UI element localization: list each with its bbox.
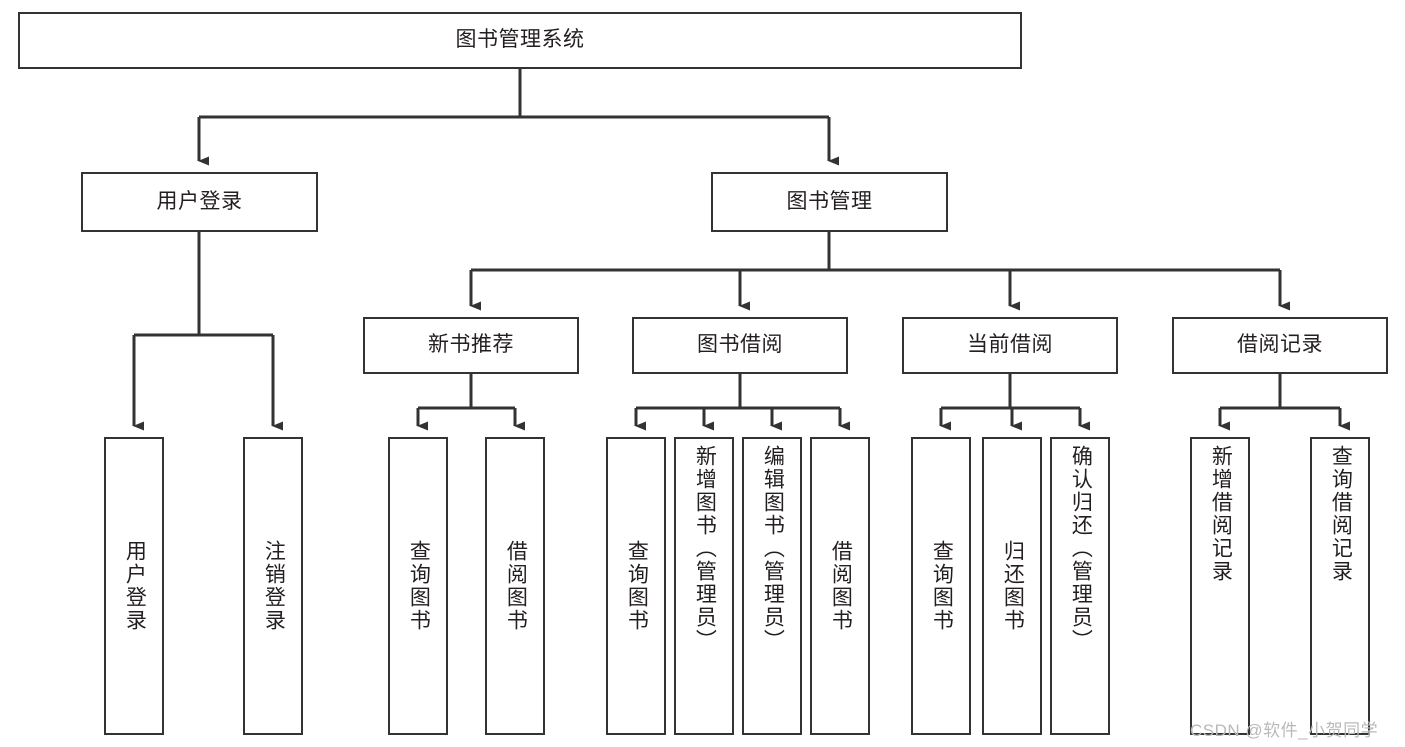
leaf-query-book-2[interactable]: 查询图书 <box>606 437 666 735</box>
leaf-return-book-label: 归还图书 <box>1001 540 1025 632</box>
leaf-return-book[interactable]: 归还图书 <box>982 437 1042 735</box>
leaf-query-book-1[interactable]: 查询图书 <box>388 437 448 735</box>
leaf-add-record-label: 新增借阅记录 <box>1209 445 1233 583</box>
leaf-borrow-book-1-label: 借阅图书 <box>504 540 528 632</box>
leaf-borrow-book-1[interactable]: 借阅图书 <box>485 437 545 735</box>
leaf-logout-label: 注销登录 <box>262 540 286 632</box>
leaf-edit-book[interactable]: 编辑图书（管理员） <box>742 437 802 735</box>
leaf-query-book-2-label: 查询图书 <box>625 540 649 632</box>
leaf-edit-book-label: 编辑图书（管理员） <box>761 445 785 652</box>
leaf-query-record-label: 查询借阅记录 <box>1329 445 1353 583</box>
leaf-borrow-book-2-label: 借阅图书 <box>829 540 853 632</box>
node-current-borrow[interactable]: 当前借阅 <box>902 317 1118 374</box>
node-user-login[interactable]: 用户登录 <box>81 172 318 232</box>
leaf-borrow-book-2[interactable]: 借阅图书 <box>810 437 870 735</box>
leaf-add-book[interactable]: 新增图书（管理员） <box>674 437 734 735</box>
node-root-system[interactable]: 图书管理系统 <box>18 12 1022 69</box>
node-new-book-recommend[interactable]: 新书推荐 <box>363 317 579 374</box>
node-book-borrow-label: 图书借阅 <box>697 333 783 357</box>
leaf-confirm-return-label: 确认归还（管理员） <box>1069 445 1093 652</box>
node-borrow-record[interactable]: 借阅记录 <box>1172 317 1388 374</box>
leaf-query-record[interactable]: 查询借阅记录 <box>1310 437 1370 735</box>
leaf-add-record[interactable]: 新增借阅记录 <box>1190 437 1250 735</box>
leaf-query-book-1-label: 查询图书 <box>407 540 431 632</box>
node-current-borrow-label: 当前借阅 <box>967 333 1053 357</box>
node-user-login-label: 用户登录 <box>156 189 243 213</box>
node-book-manage-label: 图书管理 <box>786 189 873 213</box>
node-new-book-recommend-label: 新书推荐 <box>428 333 514 357</box>
csdn-watermark: CSDN @软件_小贺同学 <box>1190 721 1379 740</box>
leaf-add-book-label: 新增图书（管理员） <box>693 445 717 652</box>
node-book-manage[interactable]: 图书管理 <box>711 172 948 232</box>
leaf-user-login-label: 用户登录 <box>123 540 147 632</box>
node-book-borrow[interactable]: 图书借阅 <box>632 317 848 374</box>
leaf-logout[interactable]: 注销登录 <box>243 437 303 735</box>
leaf-user-login[interactable]: 用户登录 <box>104 437 164 735</box>
node-root-label: 图书管理系统 <box>455 28 585 52</box>
leaf-query-book-3-label: 查询图书 <box>930 540 954 632</box>
node-borrow-record-label: 借阅记录 <box>1237 333 1323 357</box>
leaf-query-book-3[interactable]: 查询图书 <box>911 437 971 735</box>
leaf-confirm-return[interactable]: 确认归还（管理员） <box>1050 437 1110 735</box>
